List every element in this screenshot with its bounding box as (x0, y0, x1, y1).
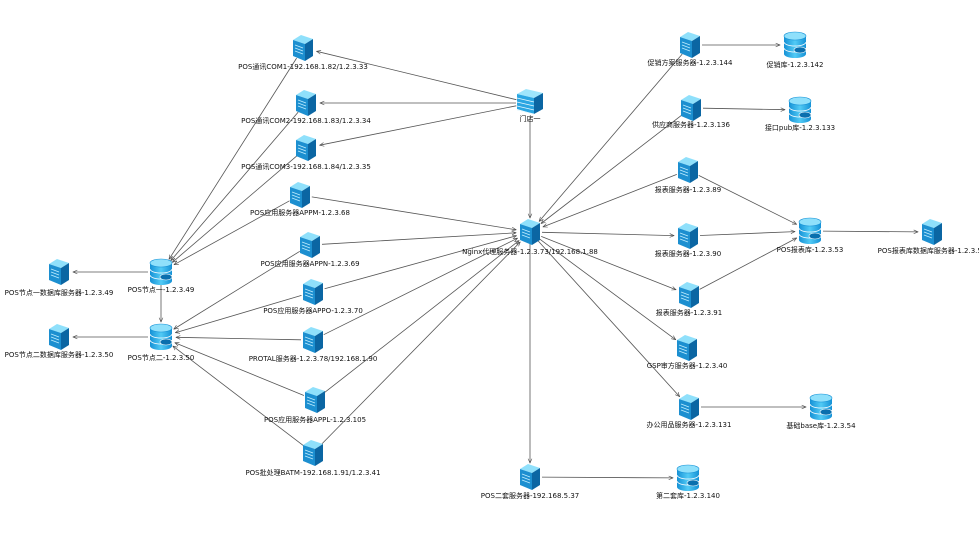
edge-nginx-to-gsp (539, 238, 676, 340)
node-label-rptdbsrv: POS报表库数据库服务器-1.2.3.53 (878, 246, 979, 255)
node-label-gsp: GSP审方服务器-1.2.3.40 (647, 361, 728, 370)
edge-supplier-to-nginx (541, 114, 682, 223)
node-label-node2db: POS节点二数据库服务器-1.2.3.50 (5, 350, 114, 359)
edge-nginx-to-office (537, 240, 680, 397)
server-icon (679, 282, 699, 308)
node-label-db2: 第二套库-1.2.3.140 (656, 491, 720, 500)
edge-com2-to-node1 (171, 111, 299, 261)
node-label-appo: POS应用服务器APPO-1.2.3.70 (263, 306, 363, 315)
node-label-pos2: POS二套服务器-192.168.5.37 (481, 491, 579, 500)
server-icon (680, 32, 700, 58)
edge-store-to-com1 (317, 51, 517, 101)
node-label-protal: PROTAL服务器-1.2.3.78/192.168.1.90 (249, 354, 378, 363)
edge-rptdb-to-rptdbsrv (822, 231, 918, 232)
server-icon (678, 157, 698, 183)
edge-appm-to-node1 (174, 200, 290, 266)
edge-protal-to-nginx (323, 237, 518, 336)
database-icon (149, 258, 173, 285)
node-label-rpt90: 报表服务器-1.2.3.90 (655, 249, 721, 258)
server-icon (303, 279, 323, 305)
node-label-node1db: POS节点一数据库服务器-1.2.3.49 (5, 288, 114, 297)
server-icon (679, 394, 699, 420)
database-icon (783, 31, 807, 58)
edge-promo-to-nginx (539, 53, 683, 221)
firewall-icon (516, 89, 543, 115)
server-icon (678, 223, 698, 249)
node-label-supplier: 供应商服务器-1.2.3.136 (652, 120, 730, 129)
database-icon (809, 393, 833, 420)
edge-com1-to-node1 (169, 57, 297, 259)
server-icon (290, 182, 310, 208)
node-label-pubdb: 接口pub库-1.2.3.133 (765, 123, 835, 132)
node-label-appn: POS应用服务器APPN-1.2.3.69 (260, 259, 359, 268)
node-label-node2: POS节点二-1.2.3.50 (128, 354, 195, 362)
server-icon (520, 219, 540, 245)
edge-rpt89-to-rptdb (698, 175, 797, 225)
server-icon (303, 327, 323, 353)
node-label-com2: POS通讯COM2-192.168.1.83/1.2.3.34 (241, 116, 371, 125)
database-icon (798, 217, 822, 244)
server-icon (296, 135, 316, 161)
edge-appm-to-nginx (311, 196, 516, 230)
edge-batm-to-nginx (321, 242, 520, 445)
database-icon (788, 96, 812, 123)
node-label-rpt89: 报表服务器-1.2.3.89 (655, 185, 721, 194)
edge-nginx-to-rpt90 (541, 231, 674, 235)
node-label-appl: POS应用服务器APPL-1.2.3.105 (264, 415, 366, 424)
server-icon (305, 387, 325, 413)
server-icon (677, 335, 697, 361)
edge-batm-to-node2 (173, 346, 304, 447)
database-icon (676, 464, 700, 491)
node-label-rptdb: POS报表库-1.2.3.53 (777, 245, 844, 254)
node-label-promodb: 促销库-1.2.3.142 (767, 60, 824, 69)
edge-com3-to-node1 (172, 155, 298, 262)
node-label-batm: POS批处理BATM-192.168.1.91/1.2.3.41 (245, 468, 380, 477)
node-label-office: 办公用品服务器-1.2.3.131 (647, 420, 732, 429)
edge-store-to-com3 (320, 105, 517, 145)
server-icon (922, 219, 942, 245)
node-label-nginx: Nginx代理服务器-1.2.3.73/192.168.1.88 (462, 247, 598, 256)
server-icon (520, 464, 540, 490)
server-icon (303, 440, 323, 466)
node-label-node1: POS节点一-1.2.3.49 (128, 286, 195, 294)
node-label-com1: POS通讯COM1-192.168.1.82/1.2.3.33 (238, 62, 368, 71)
node-label-store: 门店一 (520, 114, 541, 123)
node-label-promo: 促销方案服务器-1.2.3.144 (648, 58, 733, 67)
edge-appn-to-node2 (174, 250, 301, 329)
edge-rpt90-to-rptdb (699, 232, 795, 236)
edge-pos2-to-db2 (541, 477, 673, 478)
edge-appl-to-node2 (175, 343, 305, 396)
node-label-rpt91: 报表服务器-1.2.3.91 (656, 308, 722, 317)
edge-nginx-to-rpt91 (541, 236, 676, 289)
node-label-appm: POS应用服务器APPM-1.2.3.68 (250, 208, 350, 217)
edge-appl-to-nginx (324, 241, 520, 393)
server-icon (300, 232, 320, 258)
node-label-basedb: 基础base库-1.2.3.54 (786, 421, 856, 430)
edge-appn-to-nginx (321, 233, 516, 245)
edge-rpt91-to-rptdb (699, 237, 797, 290)
edge-rpt89-to-nginx (543, 174, 677, 227)
edge-appo-to-nginx (324, 236, 517, 290)
server-icon (49, 259, 69, 285)
node-label-com3: POS通讯COM3-192.168.1.84/1.2.3.35 (241, 162, 371, 171)
server-icon (296, 90, 316, 116)
edge-supplier-to-pubdb (702, 108, 785, 110)
edge-protal-to-node2 (176, 337, 302, 341)
edge-appo-to-node2 (175, 295, 302, 332)
server-icon (293, 35, 313, 61)
server-icon (49, 324, 69, 350)
server-icon (681, 95, 701, 121)
database-icon (149, 323, 173, 350)
